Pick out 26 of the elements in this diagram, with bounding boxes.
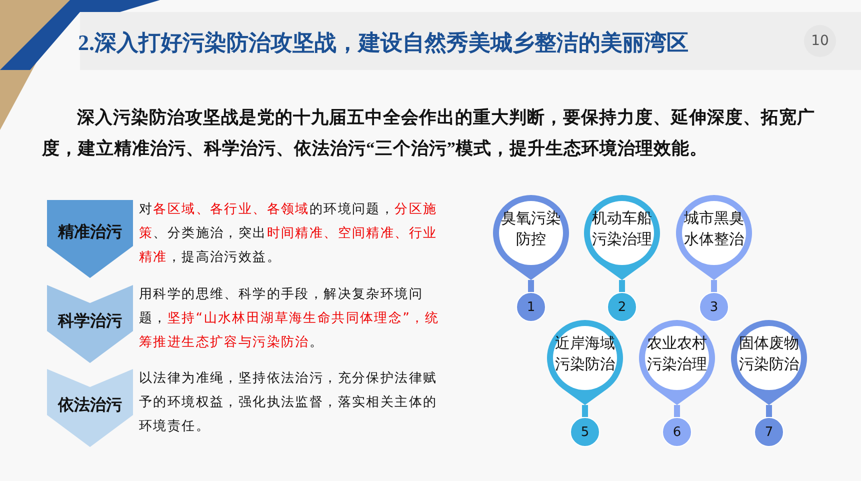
number-circle: 2: [607, 292, 637, 322]
number-circle: 7: [754, 417, 784, 447]
pin-stem: [711, 280, 717, 292]
pin-label: 机动车船污染治理: [591, 208, 653, 250]
number-circle: 3: [699, 292, 729, 322]
pin-stem: [582, 405, 588, 417]
chevron-label: 精准治污: [56, 222, 123, 243]
chevron-label: 科学治污: [56, 311, 123, 332]
pin-stem: [528, 280, 534, 292]
number-circle: 1: [516, 292, 546, 322]
description-paragraph: 用科学的思维、科学的手段，解决复杂环境问题，坚持“山水林田湖草海生命共同体理念”，统筹推进生态扩容与污染防治。: [139, 286, 440, 352]
description-paragraph: 以法律为准绳，坚持依法治污，充分保护法律赋予的环境权益，强化执法监督，落实相关主体的环境责任。: [139, 370, 438, 436]
pin-stem: [766, 405, 772, 417]
number-circle: 6: [662, 417, 692, 447]
pin-label: 农业农村污染治理: [646, 333, 708, 375]
pin-label: 城市黑臭水体整治: [683, 208, 745, 250]
pin-label: 固体废物污染防治: [738, 333, 800, 375]
number-circle: 5: [570, 417, 600, 447]
intro-paragraph: 深入污染防治攻坚战是党的十九届五中全会作出的重大判断，要保持力度、延伸深度、拓宽广度，建立精准治污、科学治污、依法治污“三个治污”模式，提升生态环境治理效能。: [42, 106, 816, 160]
pin-stem: [619, 280, 625, 292]
pin-stem: [674, 405, 680, 417]
chevron-label: 依法治污: [56, 395, 123, 416]
pin-label: 近岸海域污染防治: [554, 333, 616, 375]
pin-label: 臭氧污染防控: [500, 208, 562, 250]
description-paragraph: 对各区域、各行业、各领域的环境问题，分区施策、分类施治，突出时间精准、空间精准、行业精准，提高治污效益。: [139, 201, 438, 267]
slide-title: 2.深入打好污染防治攻坚战，建设自然秀美城乡整洁的美丽湾区: [78, 29, 688, 57]
